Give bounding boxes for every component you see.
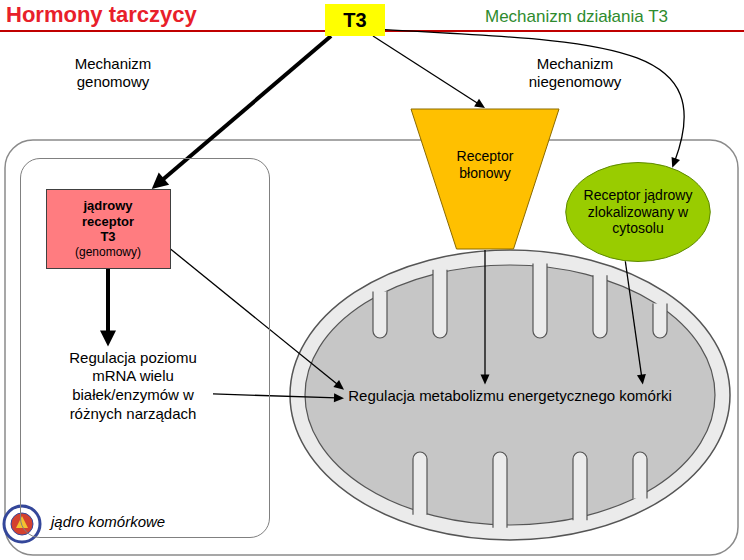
title-box: Hormony tarczycy [6, 2, 197, 28]
mechanism-label: Mechanizm genomowy [58, 55, 168, 91]
connector-line [106, 269, 110, 335]
mechanism-label-box: Mechanizm niegenomowy [520, 55, 630, 91]
arrowhead [637, 374, 646, 385]
crista [573, 452, 587, 520]
subtitle: Mechanizm działania T3 [485, 7, 737, 27]
process-text: Regulacja poziomu mRNA wielu białek/enzy… [53, 347, 213, 426]
node-text: Receptor błonowy [442, 148, 528, 182]
nucleus-region: jądro komórkowe jądrowy receptor T3(genom… [20, 158, 270, 538]
arrowhead [334, 393, 344, 402]
hormone-box: T3 [325, 4, 385, 36]
cytosol-receptor: Receptor jądrowy zlokalizowany w cytosol… [565, 162, 711, 262]
crista [633, 452, 647, 499]
crista [653, 303, 667, 338]
connector [100, 269, 116, 347]
crista [413, 452, 427, 515]
node-text: Regulacja metabolizmu energetycznego kom… [348, 387, 672, 404]
crista [433, 270, 447, 338]
mechanism-label: Mechanizm niegenomowy [520, 55, 630, 91]
trapezoid-outline [411, 109, 559, 249]
connector-line [213, 394, 337, 398]
connector-line [484, 250, 485, 378]
cell-outline [5, 140, 738, 555]
connector [373, 36, 485, 108]
mitochondrion-outer [290, 250, 730, 540]
connector [481, 250, 490, 385]
subtitle-box: Mechanizm działania T3 [485, 7, 737, 27]
connector-line [160, 36, 331, 182]
crista [533, 263, 547, 338]
title: Hormony tarczycy [6, 2, 197, 28]
connector [152, 36, 331, 189]
process-text: Regulacja metabolizmu energetycznego kom… [344, 385, 676, 406]
membrane-receptor: Receptor błonowy [410, 108, 560, 250]
connector [625, 261, 646, 384]
arrowhead [672, 157, 680, 168]
connector-line [625, 261, 641, 377]
node-text: jądrowy receptor T3 [73, 198, 143, 245]
node-text: jądro komórkowe [51, 513, 165, 530]
node-text: Regulacja poziomu mRNA wielu białek/enzy… [55, 349, 211, 424]
node-text: (genomowy) [75, 245, 141, 260]
node-text: T3 [343, 9, 366, 32]
mechanism-label-box: Mechanizm genomowy [58, 55, 168, 91]
crista [593, 275, 607, 338]
arrowhead [481, 375, 490, 385]
crista [493, 452, 507, 528]
connector-line [373, 36, 479, 104]
arrowhead [152, 173, 169, 189]
ellipse-outline [566, 163, 711, 262]
mitochondrion-matrix [305, 265, 715, 525]
university-logo [4, 506, 40, 542]
arrowhead [474, 99, 485, 108]
arrowhead [100, 331, 116, 347]
arrowhead [333, 380, 344, 390]
receptor-box: jądrowy receptor T3(genomowy) [46, 189, 171, 269]
connector [171, 249, 345, 390]
connector [213, 393, 344, 402]
node-text: Receptor jądrowy zlokalizowany w cytosol… [578, 187, 698, 237]
crista [373, 291, 387, 338]
